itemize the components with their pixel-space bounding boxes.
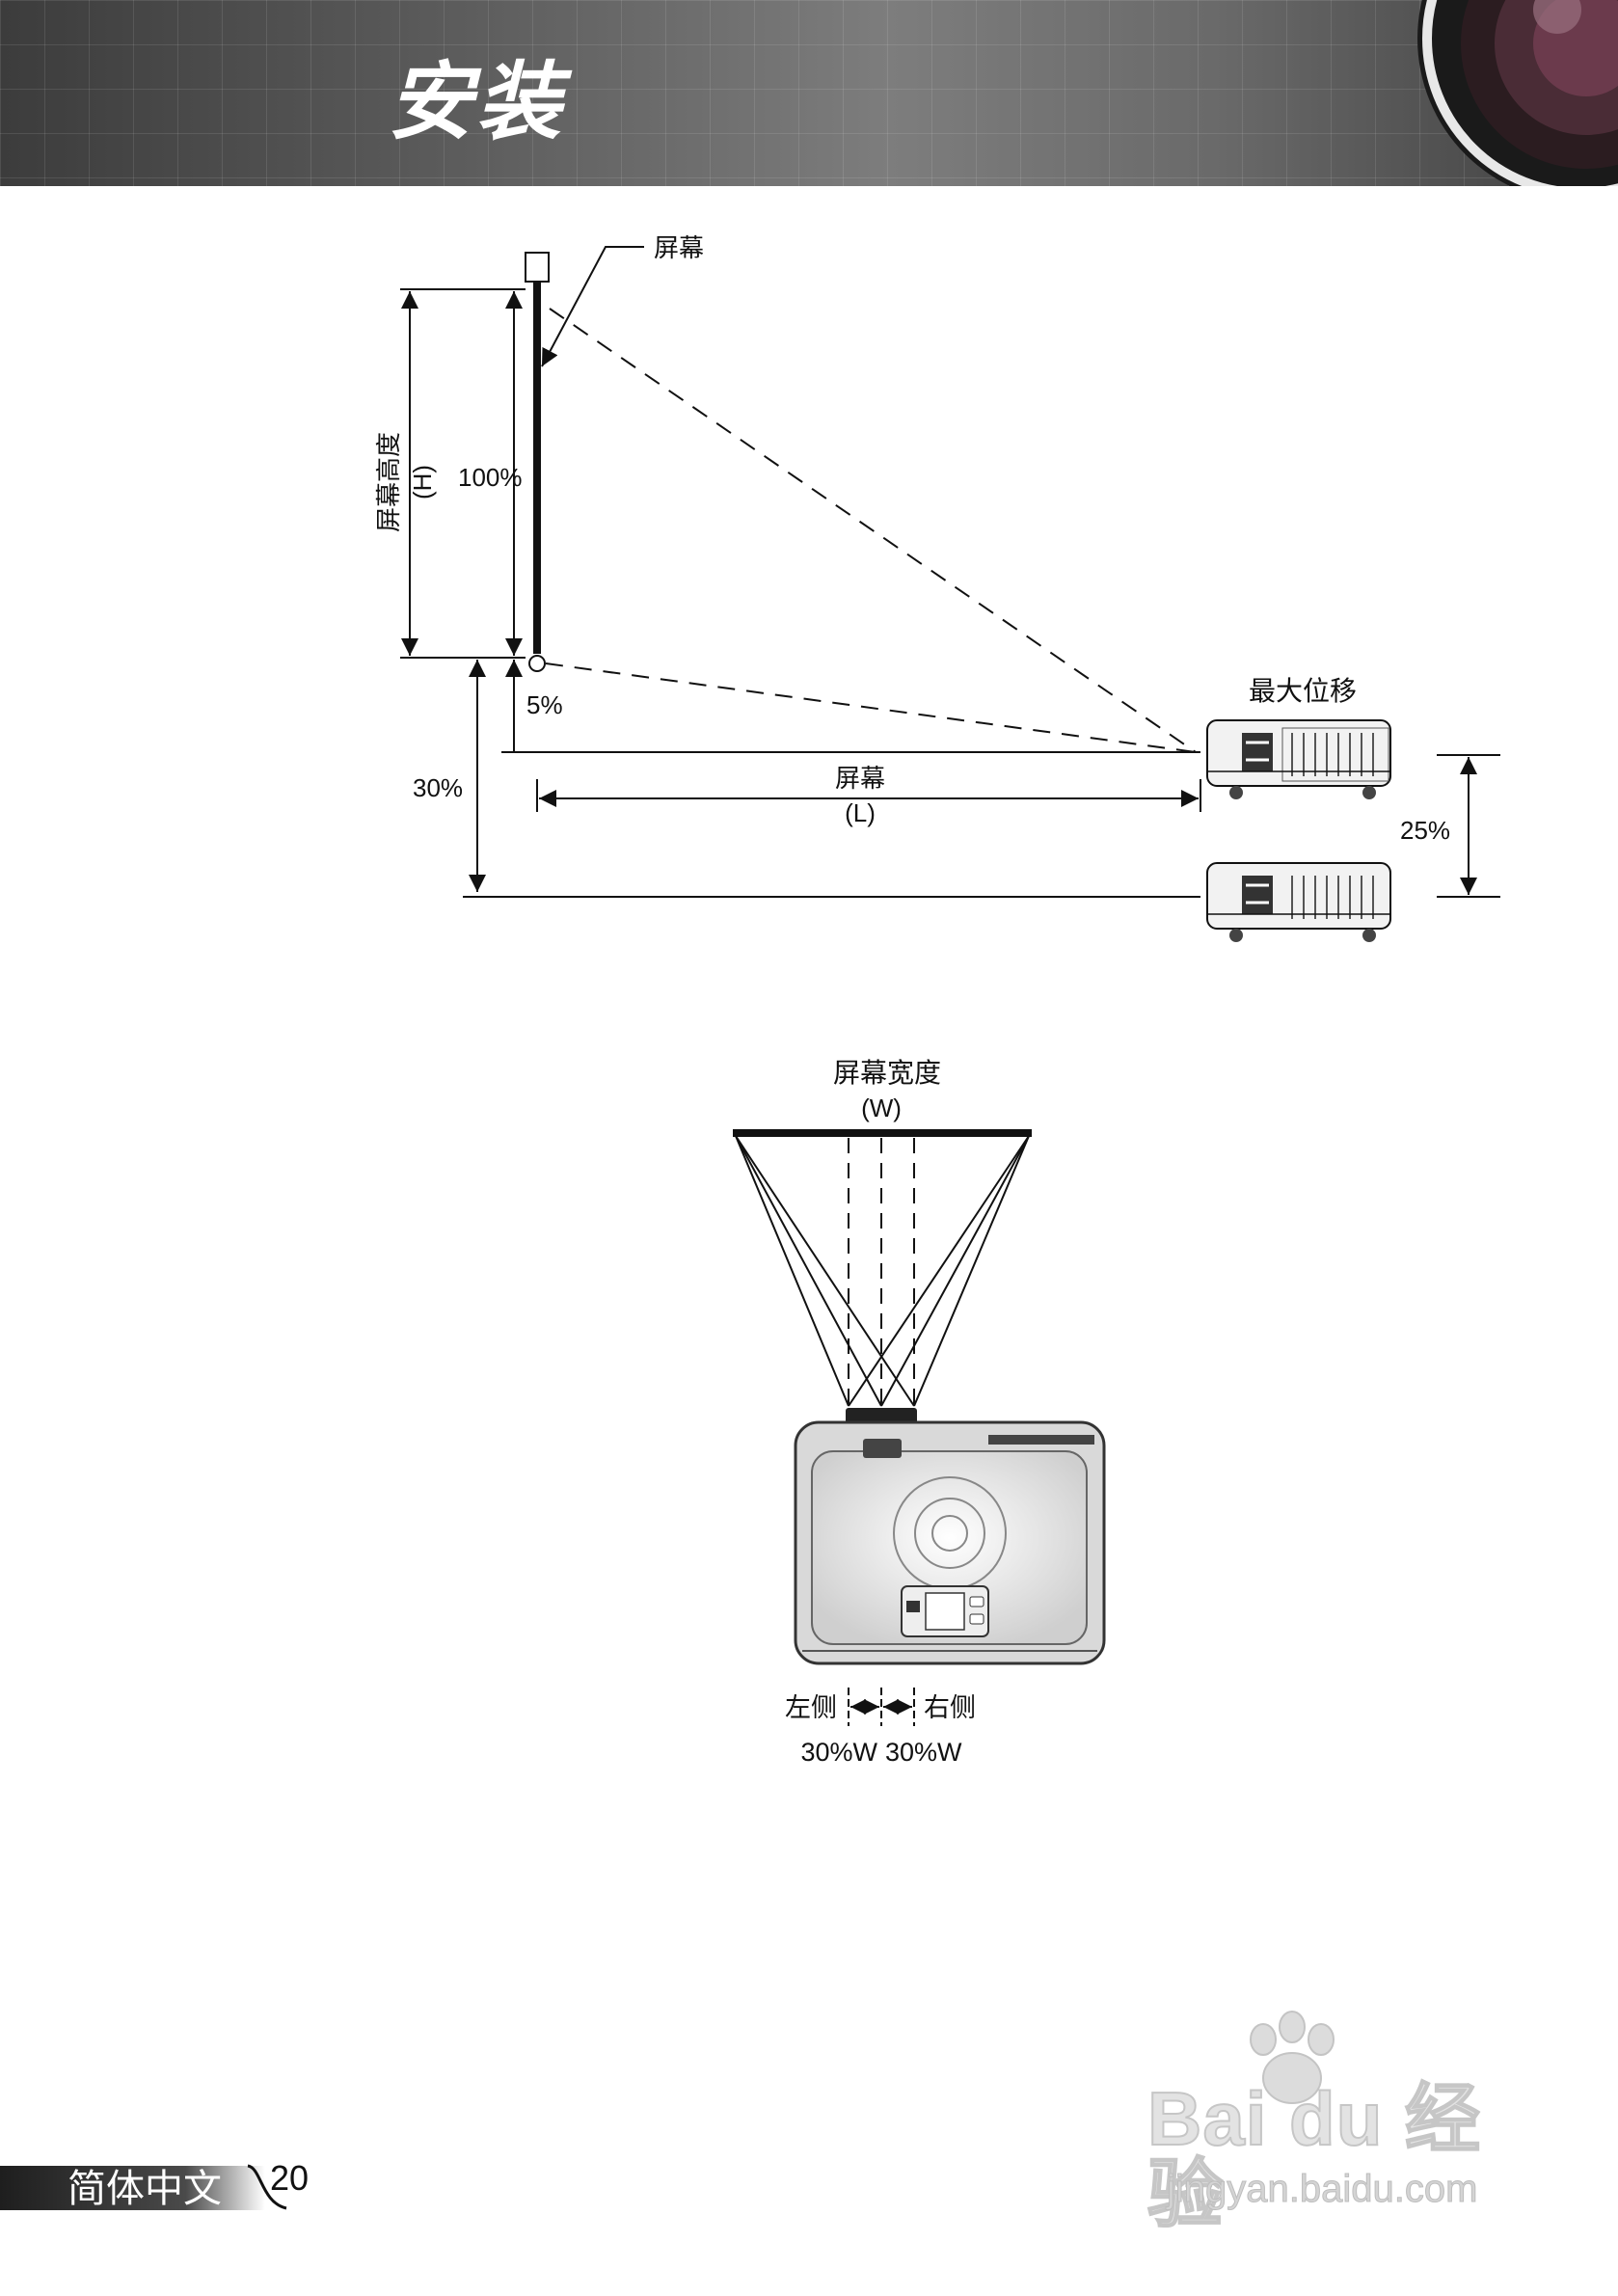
max-shift-label: 最大位移 <box>1249 675 1357 707</box>
page-number: 20 <box>270 2158 310 2198</box>
lens-icon <box>1417 0 1618 186</box>
five-pct-label: 5% <box>526 690 563 719</box>
thirty-pct-label: 30% <box>413 773 463 802</box>
footer-tab-curve <box>247 2164 287 2210</box>
projection-top-ray <box>549 308 1197 753</box>
watermark-brand: Bai du 经验 <box>1146 2076 1482 2236</box>
screen-height-label: 屏幕高度 <box>375 432 404 532</box>
screen-height-symbol: (H) <box>408 465 437 500</box>
left-shift-value: 30%W <box>800 1738 877 1767</box>
left-side-label: 左侧 <box>785 1693 837 1723</box>
right-side-label: 右侧 <box>924 1693 976 1723</box>
screen-mount <box>525 252 550 283</box>
watermark-url: jingyan.baidu.com <box>1166 2168 1478 2210</box>
hundred-pct-label: 100% <box>458 463 523 492</box>
screen-width-symbol: (W) <box>861 1094 902 1122</box>
projector-top-view-icon <box>794 1408 1106 1665</box>
footer-language: 简体中文 <box>67 2167 222 2211</box>
footer-band <box>0 2166 265 2210</box>
projection-bottom-ray <box>545 662 1197 753</box>
paw-icon <box>1250 2011 1335 2104</box>
projection-rays-top-view <box>735 1135 1030 1407</box>
page-title: 安装 <box>388 52 566 151</box>
projector-upper-icon <box>1206 719 1391 799</box>
screen-label: 屏幕 <box>654 234 704 263</box>
header-band: 安装 <box>0 0 1618 186</box>
screen-leader-line <box>541 246 644 367</box>
baidu-watermark: Bai du 经验 jingyan.baidu.com <box>1146 2011 1514 2236</box>
top-view-diagram: 屏幕宽度 (W) 左侧 <box>733 1057 1106 1767</box>
screen-bottom-roller <box>528 655 546 672</box>
side-view-diagram: 屏幕 屏幕高度 (H) 100% 5% 30% 屏幕 (L) 最大位移 <box>375 234 1500 942</box>
projector-lower-icon <box>1206 862 1391 942</box>
distance-symbol: (L) <box>845 798 876 827</box>
header-grid-pattern <box>0 0 1618 186</box>
lens-center-dashes <box>848 1138 915 1406</box>
right-shift-value: 30%W <box>885 1738 962 1767</box>
twenty-five-pct-label: 25% <box>1400 816 1450 845</box>
distance-label: 屏幕 <box>835 765 885 794</box>
screen-width-label: 屏幕宽度 <box>833 1057 941 1089</box>
